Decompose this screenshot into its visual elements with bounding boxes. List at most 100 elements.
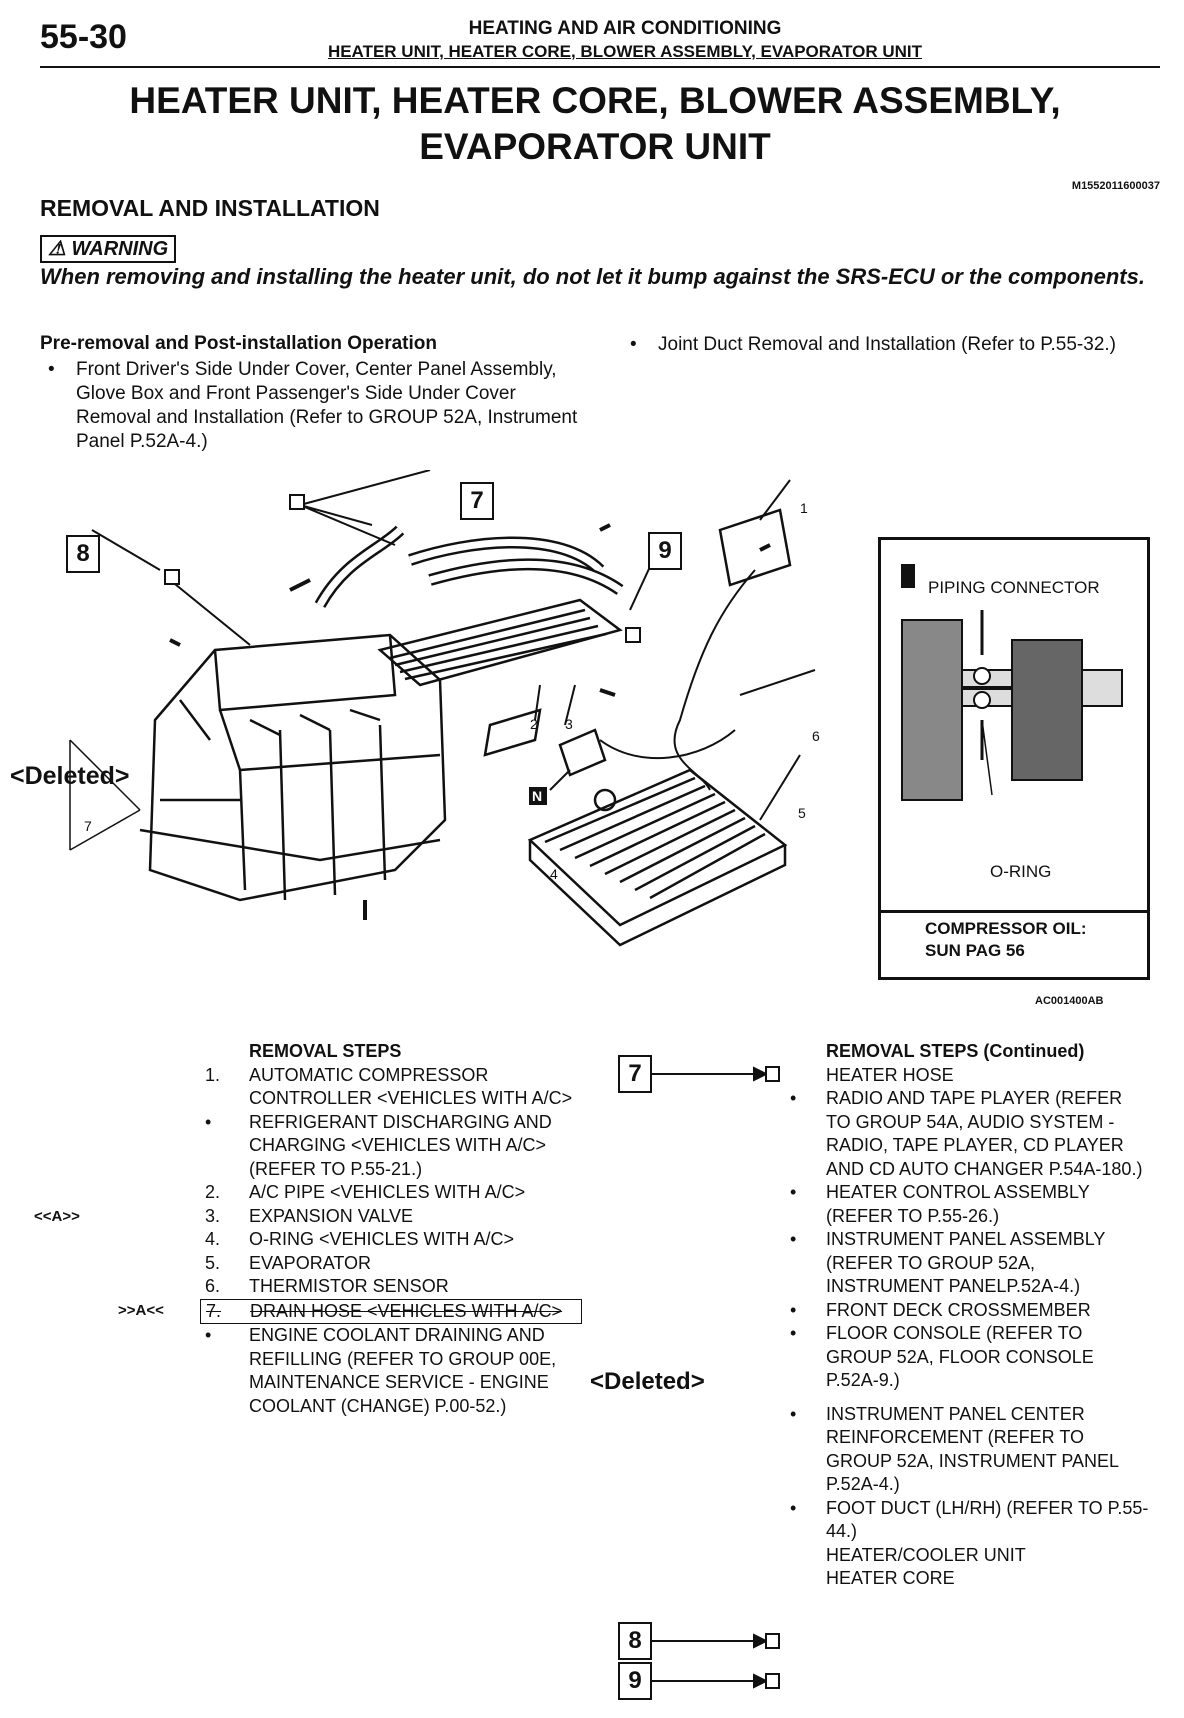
removal-steps-continued: REMOVAL STEPS (Continued) HEATER HOSE • R… <box>790 1040 1150 1591</box>
list-item: • FLOOR CONSOLE (REFER TO GROUP 52A, FLOO… <box>790 1322 1150 1393</box>
callout-8: 8 <box>66 535 100 573</box>
deleted-label-diagram: <Deleted> <box>10 762 130 790</box>
list-item: 1. AUTOMATIC COMPRESSOR CONTROLLER <VEHIC… <box>205 1064 585 1111</box>
step-text: AUTOMATIC COMPRESSOR CONTROLLER <VEHICLE… <box>249 1064 573 1109</box>
piping-connector-label: PIPING CONNECTOR <box>928 578 1100 597</box>
compressor-oil-note: COMPRESSOR OIL: SUN PAG 56 <box>925 918 1087 962</box>
list-item: 6.THERMISTOR SENSOR <box>205 1275 585 1299</box>
step-marker: • <box>790 1497 797 1518</box>
list-item: 2.A/C PIPE <VEHICLES WITH A/C> <box>205 1181 585 1205</box>
list-item: • HEATER CONTROL ASSEMBLY (REFER TO P.55-… <box>790 1181 1150 1228</box>
service-point-a-removal: <<A>> <box>34 1208 80 1225</box>
pre-removal-item: Joint Duct Removal and Installation (Ref… <box>658 334 1116 355</box>
part-number-4: 4 <box>550 866 558 882</box>
o-ring-label: O-RING <box>990 862 1052 881</box>
callout-7: 7 <box>460 482 494 520</box>
list-item: • RADIO AND TAPE PLAYER (REFER TO GROUP 5… <box>790 1087 1150 1181</box>
warning-label: ⚠ WARNING <box>40 235 177 263</box>
removal-steps-heading: REMOVAL STEPS <box>249 1041 402 1061</box>
step-text: INSTRUMENT PANEL ASSEMBLY (REFER TO GROU… <box>826 1229 1106 1296</box>
step-text: DRAIN HOSE <VEHICLES WITH A/C> <box>250 1300 563 1321</box>
list-item: HEATER/COOLER UNIT <box>790 1544 1150 1568</box>
page-title: HEATER UNIT, HEATER CORE, BLOWER ASSEMBL… <box>40 78 1150 170</box>
removal-steps-continued-heading: REMOVAL STEPS (Continued) <box>826 1041 1085 1061</box>
callout-arrows <box>650 1066 780 1689</box>
callout-marker-8 <box>164 569 180 585</box>
part-number-6: 6 <box>812 728 820 744</box>
list-item: •REFRIGERANT DISCHARGING AND CHARGING <V… <box>205 1111 585 1182</box>
step-marker: • <box>790 1299 797 1320</box>
list-item-deleted: 7. DRAIN HOSE <VEHICLES WITH A/C> <box>200 1298 582 1324</box>
step-text: HEATER/COOLER UNIT <box>826 1544 1026 1565</box>
step-text: HEATER CONTROL ASSEMBLY (REFER TO P.55-2… <box>826 1182 1090 1226</box>
step-text: EXPANSION VALVE <box>249 1205 414 1226</box>
box-label-n: N <box>532 788 543 804</box>
step-marker: 5. <box>205 1252 221 1273</box>
heater-unit-outline <box>148 633 447 902</box>
exploded-diagram <box>69 470 816 947</box>
bullet-icon: • <box>630 334 637 355</box>
step-text: FOOT DUCT (LH/RH) (REFER TO P.55-44.) <box>826 1497 1149 1542</box>
removal-heading: REMOVAL AND INSTALLATION <box>40 195 380 221</box>
step-marker: • <box>205 1111 212 1132</box>
step-text: RADIO AND TAPE PLAYER (REFER TO GROUP 54… <box>826 1088 1143 1179</box>
callout-7-steps: 7 <box>618 1055 652 1093</box>
step-marker: 3. <box>205 1205 221 1226</box>
step-marker: • <box>790 1403 797 1424</box>
inset-separator <box>878 910 1150 913</box>
piping-connector-inset <box>878 537 1150 980</box>
step-text: FRONT DECK CROSSMEMBER <box>826 1299 1091 1320</box>
heater-core-outline <box>377 598 623 687</box>
list-item: 4. O-RING <VEHICLES WITH A/C> <box>205 1228 585 1252</box>
part-number-7: 7 <box>84 818 92 834</box>
step-marker: • <box>790 1088 797 1108</box>
list-item: • INSTRUMENT PANEL CENTER REINFORCEMENT (… <box>790 1403 1150 1497</box>
page-title-line2: EVAPORATOR UNIT <box>419 126 771 167</box>
list-item: •ENGINE COOLANT DRAINING AND REFILLING (… <box>205 1324 585 1418</box>
step-marker: • <box>790 1323 797 1343</box>
callout-marker-9 <box>625 627 641 643</box>
part-number-2: 2 <box>530 716 538 732</box>
callout-9: 9 <box>648 532 682 570</box>
section-title: HEATING AND AIR CONDITIONING <box>468 18 782 39</box>
step-marker: 2. <box>205 1182 221 1202</box>
bullet-icon: • <box>48 359 55 380</box>
step-text: HEATER CORE <box>826 1568 955 1588</box>
callout-marker-7 <box>289 494 305 510</box>
compressor-oil-line2: SUN PAG 56 <box>925 941 1025 960</box>
header-rule <box>40 66 1160 68</box>
compressor-controller-outline <box>718 508 792 587</box>
step-marker <box>790 1544 826 1568</box>
pre-removal-list-right: • Joint Duct Removal and Installation (R… <box>630 333 1130 357</box>
step-marker: • <box>790 1182 797 1202</box>
subsection-title: HEATER UNIT, HEATER CORE, BLOWER ASSEMBL… <box>327 42 923 61</box>
pre-removal-heading: Pre-removal and Post-installation Operat… <box>40 333 437 354</box>
callout-9-steps: 9 <box>618 1662 652 1700</box>
pre-removal-item: Front Driver's Side Under Cover, Center … <box>76 359 578 452</box>
list-item: 3. EXPANSION VALVE <box>205 1205 585 1229</box>
step-text: O-RING <VEHICLES WITH A/C> <box>249 1229 515 1249</box>
callout-8-steps: 8 <box>618 1622 652 1660</box>
document-code: M1552011600037 <box>1071 180 1160 192</box>
deleted-label-steps: <Deleted> <box>590 1368 705 1395</box>
piping-connector-drawing <box>901 564 1123 801</box>
list-item: HEATER CORE <box>790 1567 1150 1591</box>
step-text: FLOOR CONSOLE (REFER TO GROUP 52A, FLOOR… <box>826 1323 1094 1390</box>
warning-text: When removing and installing the heater … <box>40 264 1145 289</box>
part-number-1: 1 <box>800 500 808 516</box>
step-text: INSTRUMENT PANEL CENTER REINFORCEMENT (R… <box>826 1403 1119 1495</box>
list-item: •INSTRUMENT PANEL ASSEMBLY (REFER TO GRO… <box>790 1228 1150 1299</box>
list-item: HEATER HOSE <box>790 1064 1150 1088</box>
step-marker <box>790 1567 826 1591</box>
page-title-line1: HEATER UNIT, HEATER CORE, BLOWER ASSEMBL… <box>129 80 1061 121</box>
list-item: • FOOT DUCT (LH/RH) (REFER TO P.55-44.) <box>790 1497 1150 1544</box>
step-marker: 4. <box>205 1229 221 1249</box>
page-number: 55-30 <box>40 18 127 56</box>
removal-steps: REMOVAL STEPS 1. AUTOMATIC COMPRESSOR CON… <box>200 1040 585 1418</box>
step-text: EVAPORATOR <box>249 1252 372 1273</box>
figure-code: AC001400AB <box>1035 995 1104 1007</box>
step-marker: 1. <box>205 1064 221 1085</box>
compressor-oil-line1: COMPRESSOR OIL: <box>925 919 1087 938</box>
callout-marker-n <box>529 787 547 805</box>
step-marker: 7. <box>206 1300 222 1321</box>
